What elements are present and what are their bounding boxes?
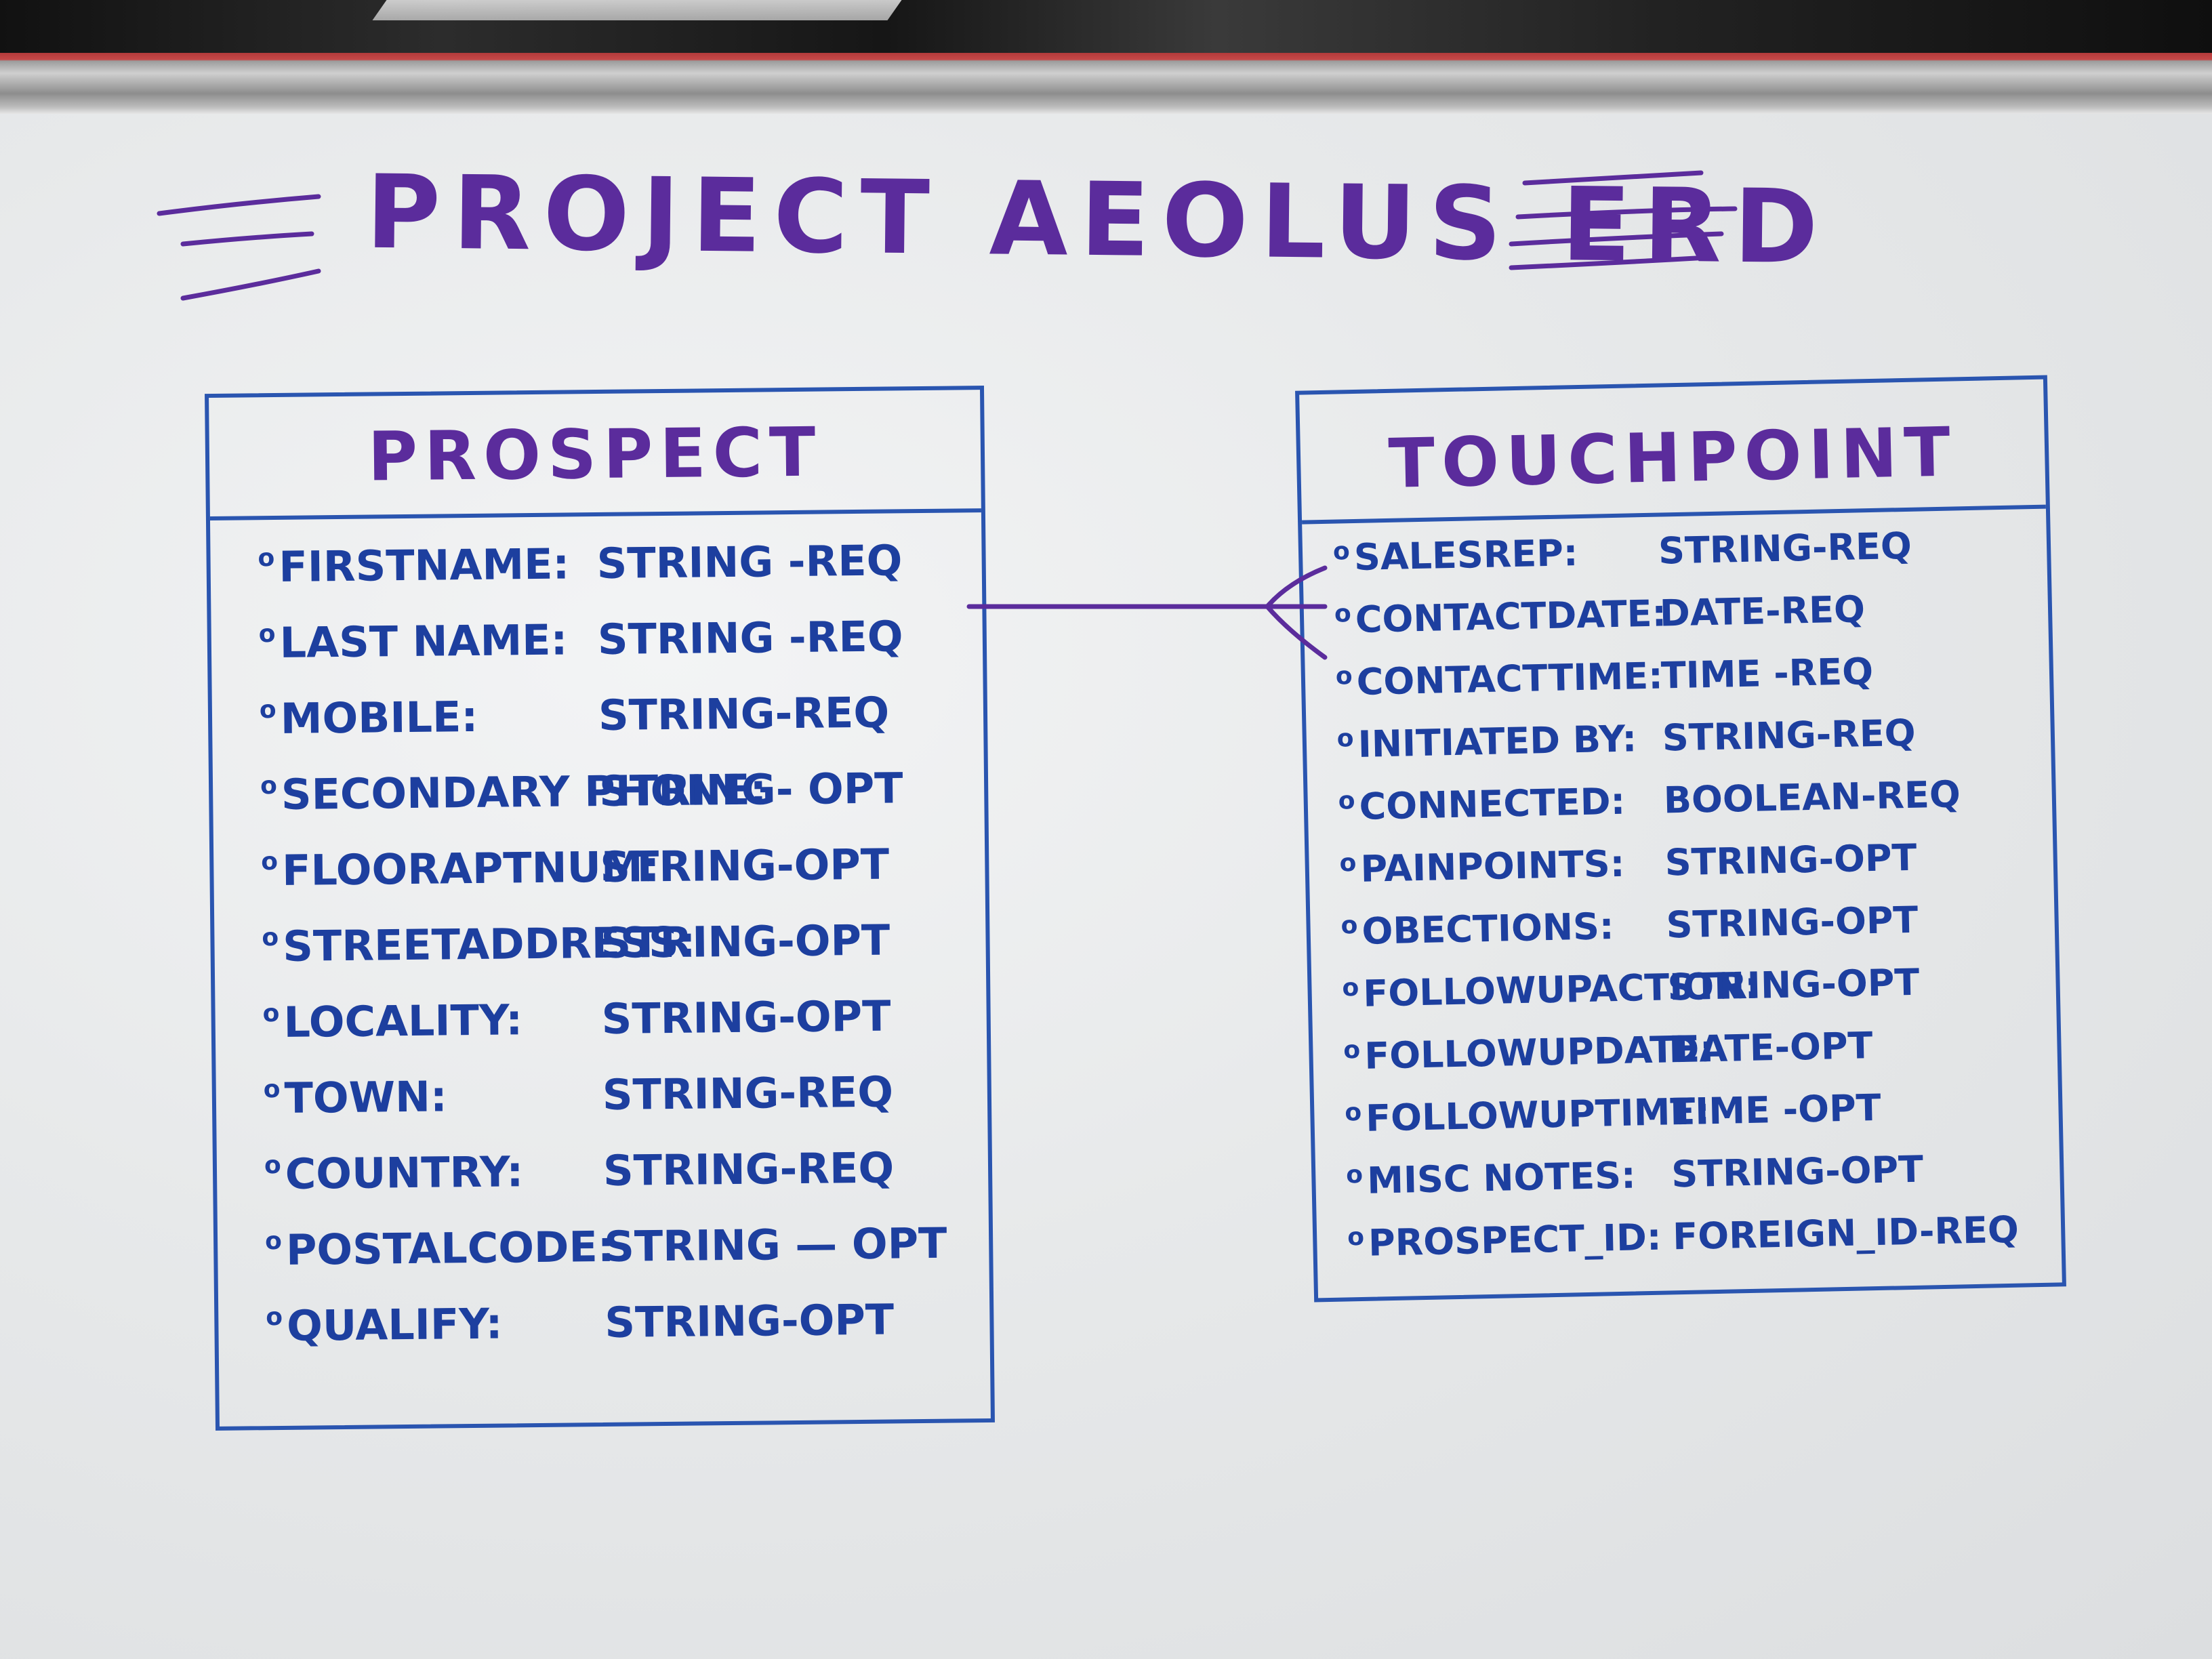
whiteboard-surface xyxy=(0,114,2212,1659)
crows-foot-upper xyxy=(1265,565,1328,609)
title-right-decoration xyxy=(1509,170,1738,270)
whiteboard-frame xyxy=(0,53,2212,114)
ceiling xyxy=(0,0,2212,53)
crows-foot-lower xyxy=(1265,604,1328,660)
title-left-decoration xyxy=(157,194,321,301)
